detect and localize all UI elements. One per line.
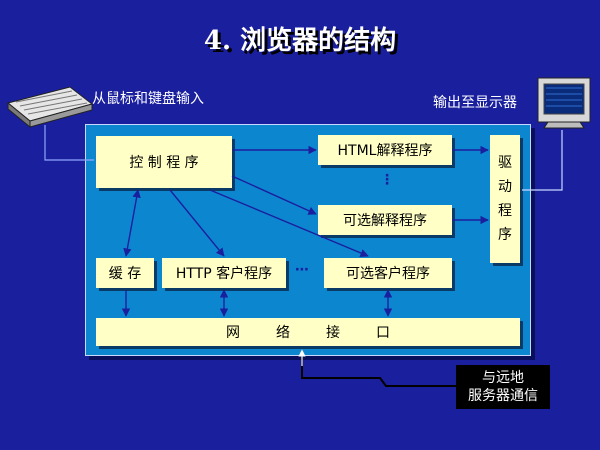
output-caption: 输出至显示器 <box>433 95 517 111</box>
network-interface-box: 网 络 接 口 <box>96 318 520 346</box>
cache-box: 缓 存 <box>96 258 154 288</box>
control-program-box: 控 制 程 序 <box>96 136 232 188</box>
remote-line: 服务器通信 <box>468 388 538 404</box>
optional-client-box: 可选客户程序 <box>324 258 452 288</box>
html-parser-box: HTML解释程序 <box>318 135 452 165</box>
remote-server-label: 与远地 服务器通信 <box>456 365 550 409</box>
driver-program-box: 驱 动 程 序 <box>490 135 520 263</box>
network-char: 络 <box>276 325 290 341</box>
driver-char: 序 <box>498 227 512 243</box>
driver-char: 程 <box>498 203 512 219</box>
network-char: 接 <box>326 325 340 341</box>
remote-line: 与远地 <box>482 370 524 386</box>
driver-char: 驱 <box>498 155 512 171</box>
optional-parser-box: 可选解释程序 <box>318 205 452 235</box>
horizontal-ellipsis: ⋯ <box>295 262 309 278</box>
vertical-ellipsis: ⋮ <box>380 172 394 188</box>
network-char: 网 <box>226 325 240 341</box>
input-caption: 从鼠标和键盘输入 <box>92 91 204 107</box>
http-client-box: HTTP 客户程序 <box>162 258 286 288</box>
network-interface-label: 网 络 接 口 <box>208 322 408 342</box>
slide-title: 4. 浏览器的结构 <box>203 26 397 56</box>
network-char: 口 <box>376 325 390 341</box>
driver-char: 动 <box>498 179 512 195</box>
